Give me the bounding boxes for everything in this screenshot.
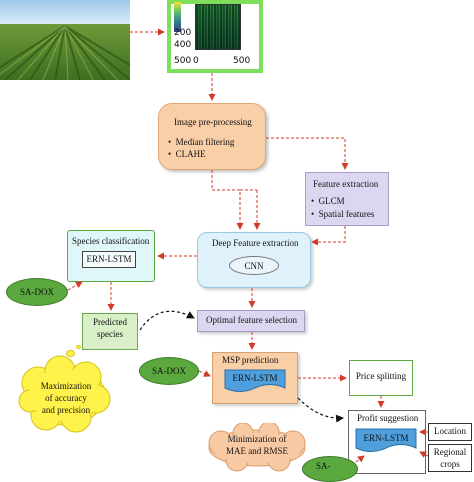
- deep-feature-title: Deep Feature extraction: [212, 238, 299, 248]
- msp-model-wave: [224, 369, 286, 392]
- curve-msp-to-profit: [297, 397, 344, 423]
- species-model-box: ERN-LSTM: [82, 251, 136, 268]
- arrow-feature-to-deep: [311, 226, 346, 246]
- colorbar: [174, 2, 181, 32]
- regional-line2: crops: [440, 459, 460, 469]
- predicted-species-box: [82, 313, 138, 350]
- location-label: Location: [434, 426, 466, 436]
- heatmap-image: [195, 4, 241, 50]
- arrow-sadox-to-species: [67, 281, 83, 291]
- feature-extraction-title: Feature extraction: [313, 179, 379, 189]
- feature-item-spatial: • Spatial features: [311, 209, 375, 219]
- crop-field-photo: [0, 0, 130, 80]
- species-model-label: ERN-LSTM: [86, 254, 132, 264]
- preprocessing-item-clahe: • CLAHE: [168, 149, 206, 159]
- sa-dox-mid-ellipse: SA-DOX: [139, 357, 199, 385]
- heatmap-tick-x500a: 500: [174, 56, 192, 66]
- cnn-label: CNN: [244, 261, 264, 271]
- regional-line1: Regional: [433, 447, 467, 457]
- regional-crops-box: [428, 444, 472, 472]
- price-splitting-title: Price splitting: [355, 371, 407, 381]
- optimal-selection-box: [197, 310, 305, 332]
- arrow-sadox-to-msp: [198, 370, 211, 377]
- sa-dox-left-ellipse: SA-DOX: [6, 278, 68, 306]
- thought-bubble-1: [66, 350, 75, 357]
- msp-prediction-title: MSP prediction: [222, 355, 279, 365]
- profit-model-wave: [355, 428, 417, 452]
- preprocessing-box: [158, 103, 266, 170]
- maximization-line2: of accuracy: [45, 393, 87, 403]
- sa-dox-mid-label: SA-DOX: [151, 366, 186, 376]
- heatmap-tick-x0: 0: [193, 56, 199, 66]
- thought-bubble-2: [76, 345, 81, 349]
- sa-bottom-label: SA-: [316, 461, 331, 471]
- optimal-selection-title: Optimal feature selection: [206, 315, 297, 325]
- minimization-cloud: [208, 423, 306, 472]
- species-classification-title: Species classification: [72, 236, 150, 246]
- profit-model-label: ERN-LSTM: [363, 433, 409, 443]
- profit-suggestion-title: Profit suggestion: [357, 413, 419, 423]
- arrow-preproc-to-feature: [266, 137, 349, 170]
- heatmap-tick-y400: 400: [174, 40, 192, 50]
- msp-model-label: ERN-LSTM: [232, 373, 278, 383]
- curve-predicted-to-optimal: [139, 310, 195, 331]
- arrow-preproc-to-deep: [211, 170, 244, 230]
- price-splitting-box: [349, 360, 413, 396]
- heatmap-tick-y200: 200: [174, 28, 192, 38]
- predicted-line2: species: [97, 329, 123, 339]
- maximization-cloud: [18, 355, 111, 433]
- feature-extraction-box: [305, 172, 389, 226]
- predicted-line1: Predicted: [93, 317, 127, 327]
- sa-dox-left-label: SA-DOX: [19, 287, 54, 297]
- feature-item-glcm: • GLCM: [311, 196, 345, 206]
- arrow-regional-to-profit: [419, 451, 429, 458]
- maximization-line3: and precision: [41, 405, 91, 415]
- minimization-line1: Minimization of: [227, 434, 287, 444]
- minimization-line2: MAE and RMSE: [225, 446, 288, 456]
- maximization-line1: Maximization: [40, 381, 92, 391]
- arrow-sa-to-profit: [355, 455, 365, 463]
- preprocessing-title: Image pre-processing: [174, 117, 252, 127]
- cnn-ellipse: CNN: [229, 256, 279, 275]
- heatmap-tick-x500b: 500: [233, 56, 251, 66]
- location-box: [428, 423, 472, 441]
- preprocessing-item-median: • Median filtering: [168, 137, 235, 147]
